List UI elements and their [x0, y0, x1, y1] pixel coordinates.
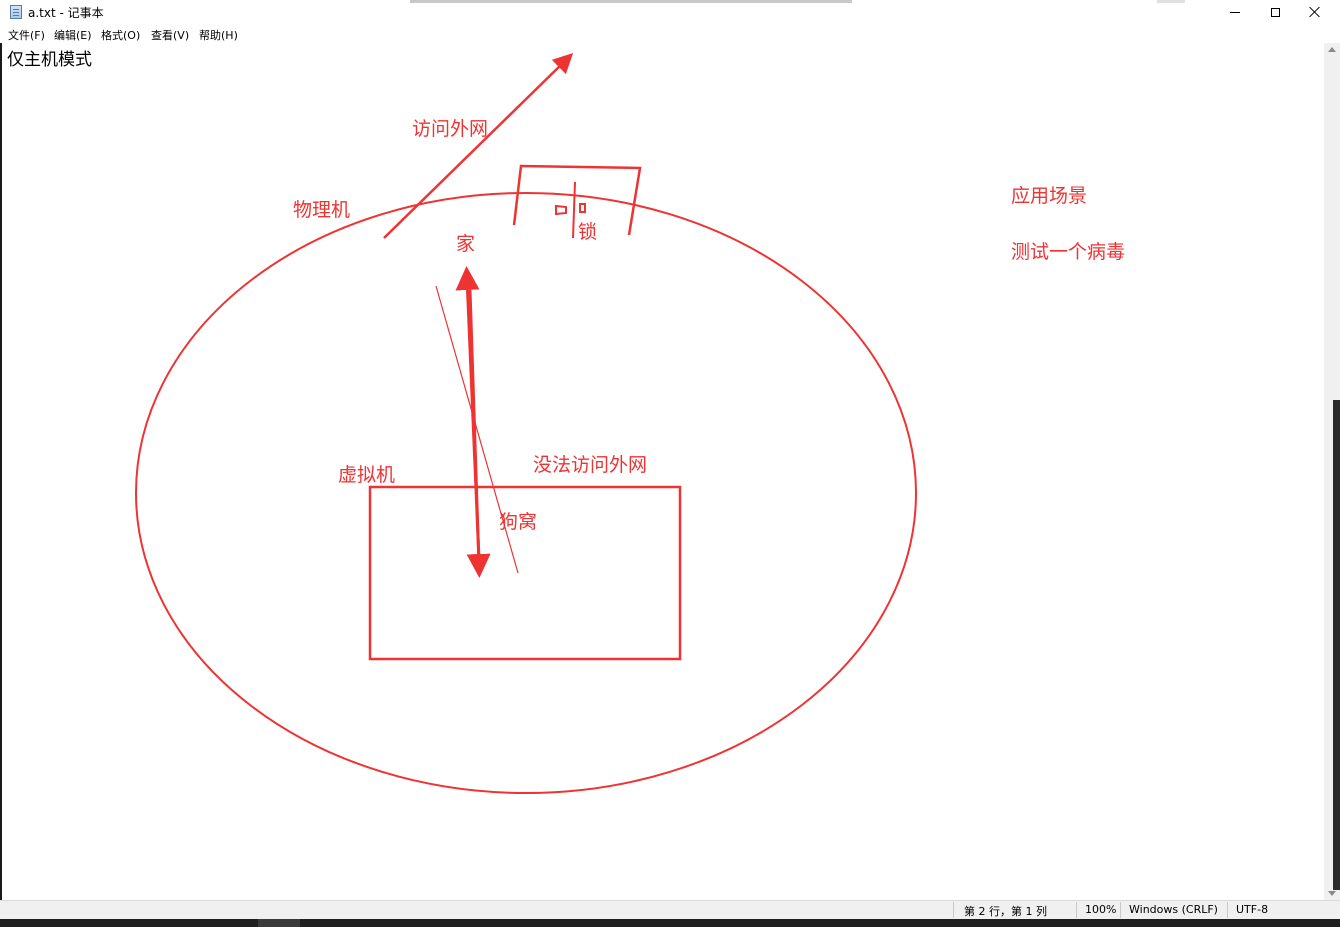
- window-title: a.txt - 记事本: [28, 6, 104, 20]
- overlay-bar-small: [1157, 0, 1185, 3]
- close-icon: [1309, 6, 1321, 18]
- menu-help[interactable]: 帮助(H): [199, 29, 238, 42]
- status-bar: 第 2 行，第 1 列 100% Windows (CRLF) UTF-8: [0, 900, 1340, 919]
- maximize-button[interactable]: [1255, 0, 1295, 24]
- menu-view[interactable]: 查看(V): [151, 29, 190, 42]
- title-bar[interactable]: a.txt - 记事本: [0, 0, 1340, 24]
- taskbar: [0, 919, 1340, 927]
- menu-format[interactable]: 格式(O): [101, 29, 141, 42]
- status-divider: [953, 902, 954, 918]
- menu-file[interactable]: 文件(F): [8, 29, 45, 42]
- status-divider: [1227, 902, 1228, 918]
- text-editor-area[interactable]: 仅主机模式: [0, 43, 1324, 900]
- notepad-app-icon[interactable]: [10, 5, 22, 19]
- status-cursor-position: 第 2 行，第 1 列: [964, 905, 1047, 918]
- background-window-edge: [1333, 400, 1340, 890]
- minimize-button[interactable]: [1215, 0, 1255, 24]
- scroll-down-icon[interactable]: [1328, 891, 1336, 896]
- minimize-icon: [1230, 11, 1240, 13]
- maximize-icon: [1270, 7, 1280, 17]
- status-line-ending: Windows (CRLF): [1129, 903, 1218, 916]
- editor-content: 仅主机模式: [7, 50, 92, 70]
- scroll-up-icon[interactable]: [1328, 47, 1336, 52]
- taskbar-item[interactable]: [258, 919, 300, 927]
- overlay-bar: [410, 0, 852, 3]
- status-divider: [1076, 902, 1077, 918]
- status-divider: [1120, 902, 1121, 918]
- close-button[interactable]: [1295, 0, 1335, 24]
- menu-bar: 文件(F) 编辑(E) 格式(O) 查看(V) 帮助(H): [0, 24, 1340, 43]
- status-encoding: UTF-8: [1236, 903, 1269, 916]
- menu-edit[interactable]: 编辑(E): [54, 29, 92, 42]
- status-zoom: 100%: [1085, 903, 1117, 916]
